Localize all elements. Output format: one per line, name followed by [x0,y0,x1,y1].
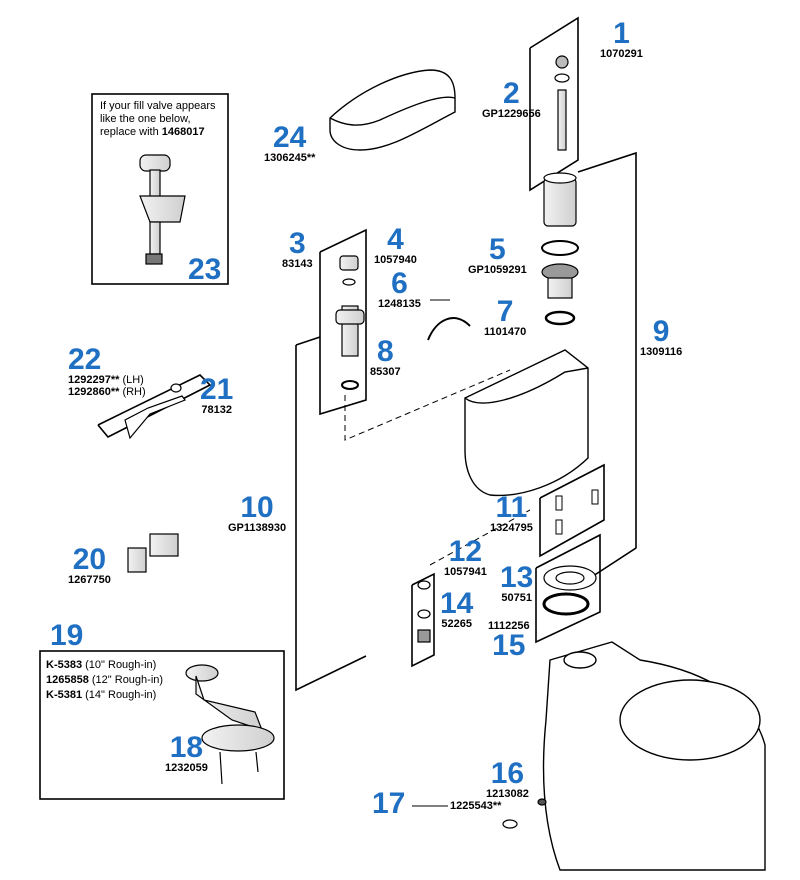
bracket-bolts [539,463,605,558]
bracket-trip-lever [97,374,212,439]
bracket-10 [295,345,367,692]
callout-19: 19 [50,619,84,652]
tank [464,349,589,497]
callout-22: 22 1292297** (LH) 1292860** (RH) [68,343,146,399]
rough-in-row: K-5381 (14" Rough-in) [46,689,157,701]
fill-valve-parts [335,255,471,390]
callout-23: 23 [188,253,222,286]
callout-17: 17 [372,787,406,820]
trip-lever [124,383,186,440]
bolt-cap-parts [502,798,547,829]
guide-bolts [429,509,531,566]
washers [417,580,431,643]
gaskets [542,565,597,616]
actuator [127,533,179,573]
old-fill-valve [139,154,186,265]
callout-17-part: 1225543** [450,800,502,812]
tank-lid [329,69,456,151]
rough-in-list: K-5383 (10" Rough-in) 1265858 (12" Rough… [46,658,163,703]
closet-flange [185,664,275,785]
toilet-bowl [542,641,766,871]
bracket-10-link [295,336,321,346]
tank-bolts [555,489,599,535]
fill-valve-note: If your fill valve appears like the one … [100,100,216,138]
bracket-flush-tube [529,16,579,192]
flush-valve-parts [541,55,579,326]
rough-in-row: 1265858 (12" Rough-in) [46,674,164,686]
rough-in-row: K-5383 (10" Rough-in) [46,659,157,671]
bracket-fill-valve [319,228,367,416]
box-fill-valve-note [91,93,229,285]
bracket-gaskets [535,533,601,644]
bracket-washers [411,572,435,668]
bracket-tank-group [577,151,637,579]
box-rough-in [39,650,285,800]
guide-fill-valve [344,369,511,441]
